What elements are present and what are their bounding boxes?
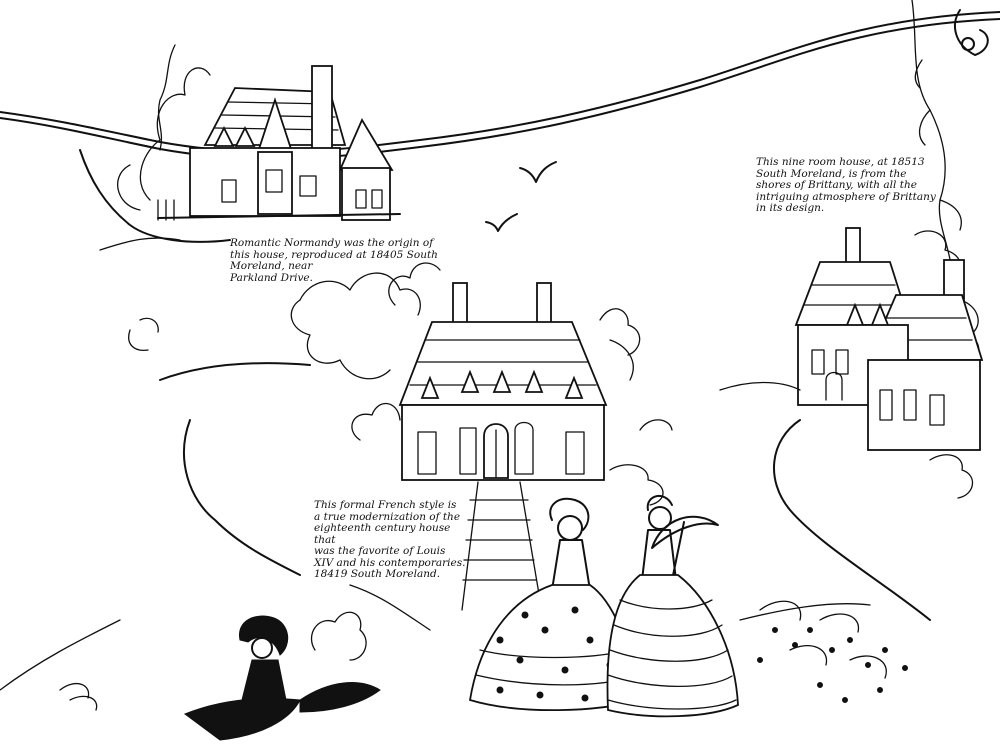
- bonnet-figure: [183, 611, 381, 741]
- lawn-lines: [0, 362, 871, 691]
- vine-right: [911, 0, 962, 301]
- foliage-left: [128, 272, 421, 380]
- birds: [485, 161, 557, 232]
- ribbon-line: [0, 9, 1000, 160]
- normandy-house: [79, 44, 401, 251]
- french-house: [351, 262, 673, 611]
- caption-brittany-house: This nine room house, at 18513 South Mor…: [756, 156, 936, 214]
- flower-bed: [59, 600, 908, 711]
- caption-normandy-house: Romantic Normandy was the origin of this…: [230, 237, 438, 284]
- brittany-house: [719, 227, 984, 621]
- caption-french-house: This formal French style is a true moder…: [314, 499, 466, 580]
- ladies-figures: [468, 495, 739, 718]
